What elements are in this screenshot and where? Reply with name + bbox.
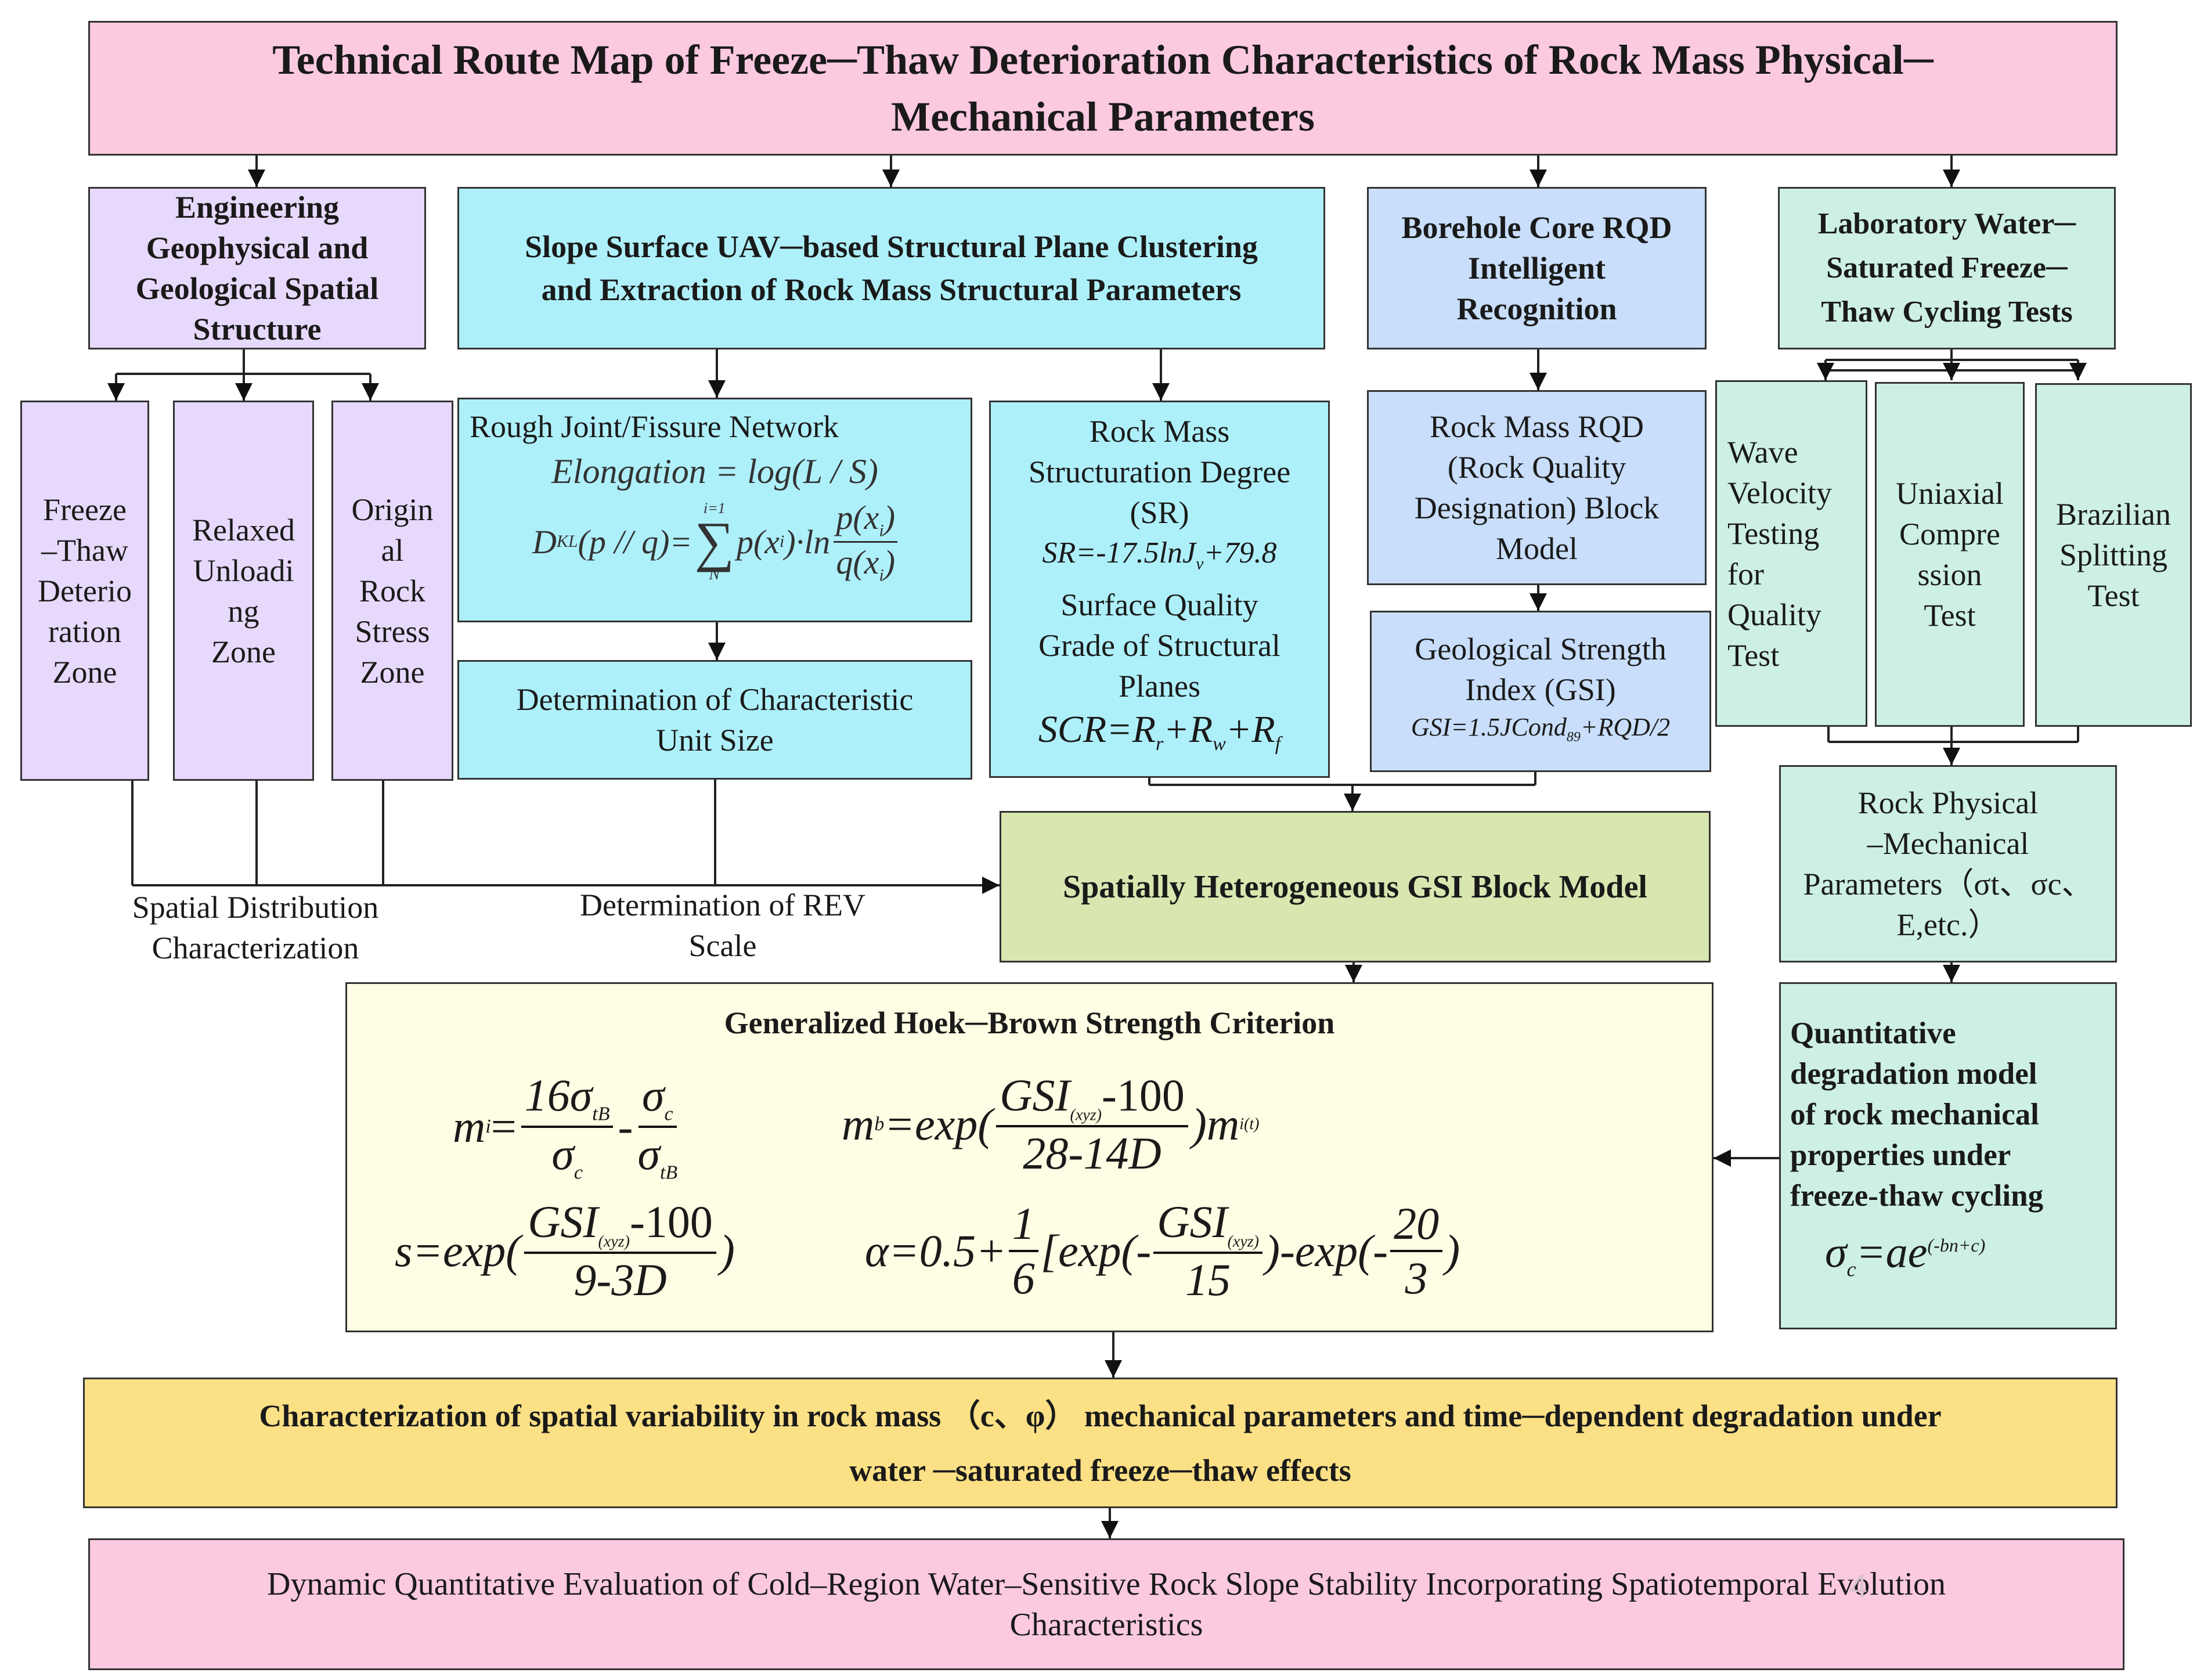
rock-parameters-box: Rock Physical –Mechanical Parameters（σt、… xyxy=(1779,765,2117,962)
zone-freeze-thaw: Freeze –Thaw Deterio ration Zone xyxy=(20,401,149,781)
structuration-degree-box: Rock Mass Structuration Degree (SR) SR=-… xyxy=(989,401,1330,778)
zone-relaxed-unloading: Relaxed Unloadi ng Zone xyxy=(173,401,314,781)
rev-scale-label: Determination of REV Scale xyxy=(580,888,865,963)
rough-joint-network-box: Rough Joint/Fissure Network Elongation =… xyxy=(457,398,972,622)
spatial-distribution-label: Spatial Distribution Characterization xyxy=(132,890,379,965)
hoek-brown-title: Generalized Hoek─Brown Strength Criterio… xyxy=(724,1005,1335,1040)
sum-icon: ∑ xyxy=(694,510,734,573)
hoek-brown-box: Generalized Hoek─Brown Strength Criterio… xyxy=(345,982,1714,1332)
laboratory-header: Laboratory Water─ Saturated Freeze─ Thaw… xyxy=(1778,187,2116,349)
s-formula: s=exp( GSI(xyz)-100 9-3D ) xyxy=(395,1196,735,1305)
rqd-block-model-box: Rock Mass RQD (Rock Quality Designation)… xyxy=(1367,390,1707,585)
characteristic-unit-size-box: Determination of Characteristic Unit Siz… xyxy=(457,660,972,780)
evaluation-box: Dynamic Quantitative Evaluation of Cold–… xyxy=(88,1538,2124,1670)
gsi-block-model-box: Spatially Heterogeneous GSI Block Model xyxy=(1000,811,1711,962)
borehole-header: Borehole Core RQD Intelligent Recognitio… xyxy=(1367,187,1707,349)
zone-original-stress: Origin al Rock Stress Zone xyxy=(331,401,453,781)
sr-formula: SR=-17.5lnJv+79.8 xyxy=(1042,536,1277,574)
main-title-box: Technical Route Map of Freeze─Thaw Deter… xyxy=(88,21,2118,156)
characterization-box: Characterization of spatial variability … xyxy=(83,1378,2118,1508)
title-line-1: Technical Route Map of Freeze─Thaw Deter… xyxy=(272,37,1934,83)
elongation-formula: Elongation = log(L / S) xyxy=(551,452,878,491)
degradation-model-box: Quantitative degradation model of rock m… xyxy=(1779,982,2117,1329)
uav-header: Slope Surface UAV─based Structural Plane… xyxy=(457,187,1325,349)
rough-joint-title: Rough Joint/Fissure Network xyxy=(470,409,839,444)
wave-velocity-test-box: Wave Velocity Testing for Quality Test xyxy=(1715,380,1867,727)
title-line-2: Mechanical Parameters xyxy=(891,93,1315,140)
brazilian-splitting-test-box: Brazilian Splitting Test xyxy=(2035,383,2192,727)
scr-formula: SCR=Rr+Rw+Rf xyxy=(1038,708,1281,755)
geophysical-header: Engineering Geophysical and Geological S… xyxy=(88,187,426,349)
gsi-box: Geological Strength Index (GSI) GSI=1.5J… xyxy=(1370,611,1711,772)
page-number: 4 xyxy=(1849,1567,1867,1604)
uniaxial-compression-test-box: Uniaxial Compre ssion Test xyxy=(1875,382,2025,727)
degradation-formula: σc=ae(-bn+c) xyxy=(1825,1228,1986,1281)
gsi-formula: GSI=1.5JCond89+RQD/2 xyxy=(1411,712,1671,745)
alpha-formula: α=0.5+ 1 6 [exp(- GSI(xyz) 15 )-exp(- 20… xyxy=(865,1196,1460,1305)
